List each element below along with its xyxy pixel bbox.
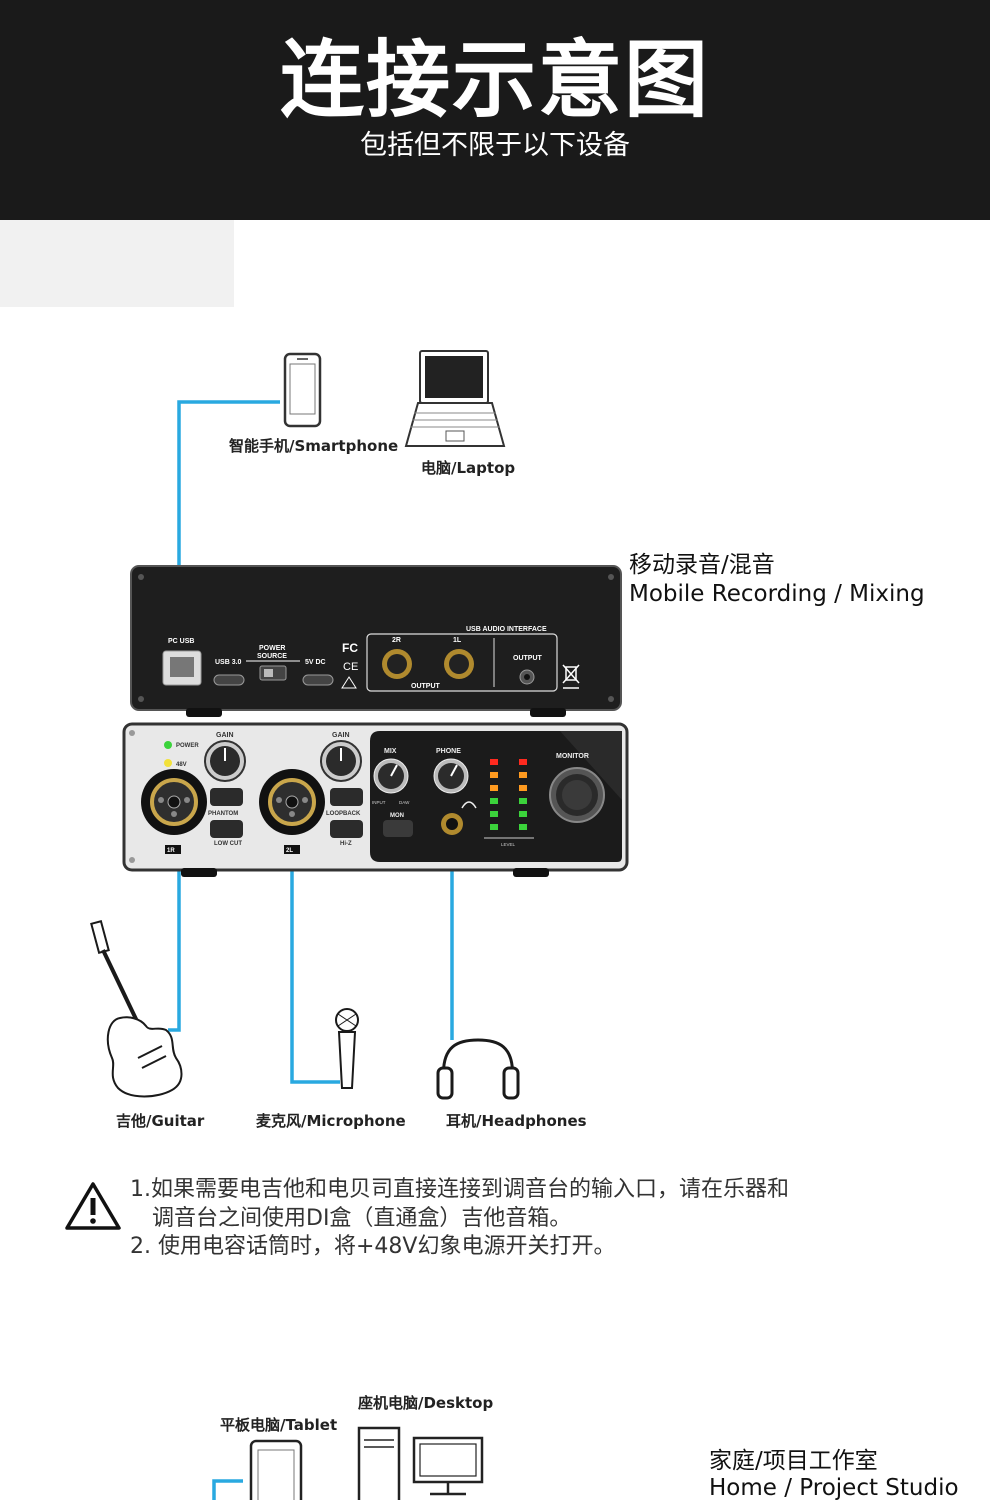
home-scene-en: Home / Project Studio (709, 1475, 959, 1501)
out-1l-label: 1L (453, 637, 462, 644)
power-source-label-1: POWER (259, 645, 285, 652)
usb-audio-interface-label: USB AUDIO INTERFACE (466, 626, 547, 633)
desktop-icon (357, 1426, 484, 1500)
desktop-label: 座机电脑/Desktop (358, 1394, 494, 1412)
power-led-label: POWER (176, 743, 199, 749)
out-2r-label: 2R (392, 637, 401, 644)
tablet-label: 平板电脑/Tablet (220, 1416, 338, 1434)
weee-icon (562, 664, 580, 689)
note-line-3: 2. 使用电容话筒时，将+48V幻象电源开关打开。 (130, 1234, 616, 1259)
low-cut-label: LOW CUT (214, 841, 242, 847)
ce-mark: CE (343, 661, 358, 673)
48v-led-label: 48V (176, 762, 187, 768)
note-line-1: 1.如果需要电吉他和电贝司直接连接到调音台的输入口，请在乐器和 (130, 1177, 789, 1202)
usb30-label: USB 3.0 (215, 659, 242, 666)
microphone-label: 麦克风/Microphone (256, 1112, 406, 1130)
smartphone-icon (283, 352, 322, 428)
hiz-label: Hi-Z (340, 841, 352, 847)
level-label: LEVEL (501, 842, 516, 847)
loopback-label: LOOPBACK (326, 811, 361, 817)
grey-block (0, 220, 234, 307)
guitar-label: 吉他/Guitar (116, 1112, 205, 1130)
daw-label: DAW (399, 800, 410, 805)
header-banner: 连接示意图 包括但不限于以下设备 (0, 0, 990, 220)
5vdc-label: 5V DC (305, 659, 326, 666)
interface-rear-panel: PC USB USB 3.0 POWER SOURCE 5V DC FC CE … (130, 565, 622, 717)
gain1-label: GAIN (216, 732, 234, 739)
guitar-cable (168, 812, 181, 1032)
headphones-icon (436, 1038, 520, 1100)
warning-icon (65, 1182, 121, 1230)
guitar-icon (90, 919, 183, 1098)
output-label: OUTPUT (513, 655, 543, 662)
smartphone-label: 智能手机/Smartphone (229, 437, 399, 455)
gain2-label: GAIN (332, 732, 350, 739)
interface-front-panel: POWER 48V GAIN 1R PHANTOM LOW CUT GAIN 2… (122, 722, 629, 877)
home-scene-cn: 家庭/项目工作室 (709, 1448, 878, 1474)
mon-label: MON (390, 813, 404, 819)
pc-usb-label: PC USB (168, 638, 194, 645)
page-title: 连接示意图 (279, 31, 710, 129)
mix-label: MIX (384, 748, 397, 755)
monitor-label: MONITOR (556, 753, 589, 760)
power-source-label-2: SOURCE (257, 653, 287, 660)
ch2-label: 2L (286, 848, 293, 854)
microphone-cable (290, 822, 340, 1084)
output-jacks-label: OUTPUT (411, 683, 441, 690)
headphones-label: 耳机/Headphones (446, 1112, 587, 1130)
laptop-label: 电脑/Laptop (421, 459, 516, 477)
ch1-label: 1R (167, 848, 175, 854)
laptop-icon (404, 350, 506, 447)
input-label: INPUT (372, 800, 386, 805)
mobile-scene-en: Mobile Recording / Mixing (629, 581, 925, 607)
page-subtitle: 包括但不限于以下设备 (360, 130, 630, 161)
fc-mark: FC (342, 641, 358, 655)
phantom-label: PHANTOM (208, 811, 238, 817)
phone-label: PHONE (436, 748, 461, 755)
mobile-scene-cn: 移动录音/混音 (629, 552, 775, 578)
level-meters (490, 759, 527, 830)
note-line-2: 调音台之间使用DI盒（直通盒）吉他音箱。 (152, 1206, 572, 1231)
tablet-cable (212, 1479, 243, 1500)
tablet-icon (249, 1439, 303, 1500)
microphone-icon (335, 1008, 359, 1089)
